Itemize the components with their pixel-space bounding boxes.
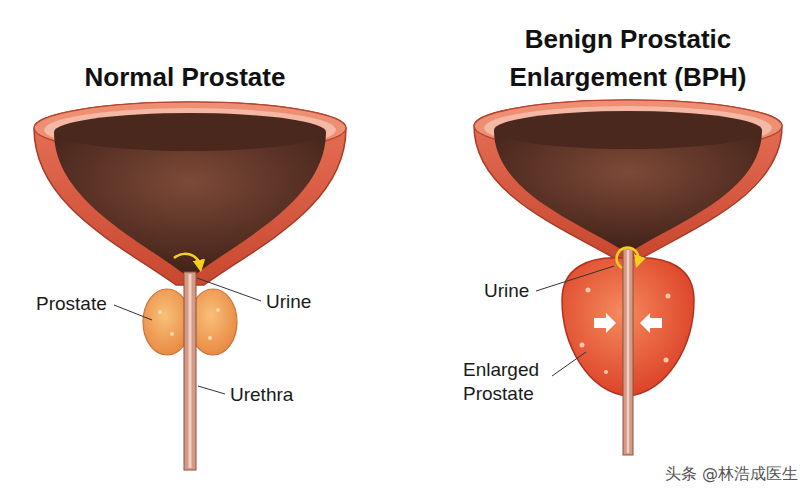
urine-flow-arrow [617, 248, 639, 268]
texture-dot [666, 294, 671, 299]
urethra-tube [623, 248, 633, 455]
leader-line [552, 352, 586, 376]
bladder-wall [474, 100, 782, 258]
bladder-wall [34, 102, 346, 285]
leader-line [536, 266, 614, 291]
panel-heading: Normal Prostate [35, 58, 335, 96]
bladder-opening [54, 113, 326, 151]
leader-line [198, 386, 225, 394]
urine-flow-arrow [174, 254, 200, 266]
texture-dot [580, 343, 585, 348]
texture-dot [208, 336, 212, 340]
texture-dot [170, 332, 174, 336]
compression-arrow [594, 313, 616, 333]
urethra-lumen [189, 274, 192, 468]
texture-dot [216, 308, 220, 312]
part-label: Urine [266, 290, 326, 314]
part-label: Urine [484, 279, 534, 303]
urethra-tube [184, 272, 196, 470]
texture-dot [586, 288, 591, 293]
part-label: Prostate [36, 292, 116, 316]
part-label: Enlarged Prostate [463, 358, 549, 406]
bladder-opening [494, 111, 762, 149]
texture-dot [158, 310, 162, 314]
compression-arrow [640, 313, 662, 333]
leader-line [114, 305, 152, 320]
part-label: Urethra [230, 383, 310, 407]
watermark: 头条 @林浩成医生 [600, 463, 798, 485]
panel-heading: Benign Prostatic Enlargement (BPH) [478, 20, 778, 96]
texture-dot [664, 358, 669, 363]
bladder-cavity [54, 132, 326, 274]
normal-bladder [34, 102, 346, 470]
texture-dot [604, 370, 608, 374]
leader-line [197, 278, 261, 301]
urethra-lumen [627, 250, 629, 453]
